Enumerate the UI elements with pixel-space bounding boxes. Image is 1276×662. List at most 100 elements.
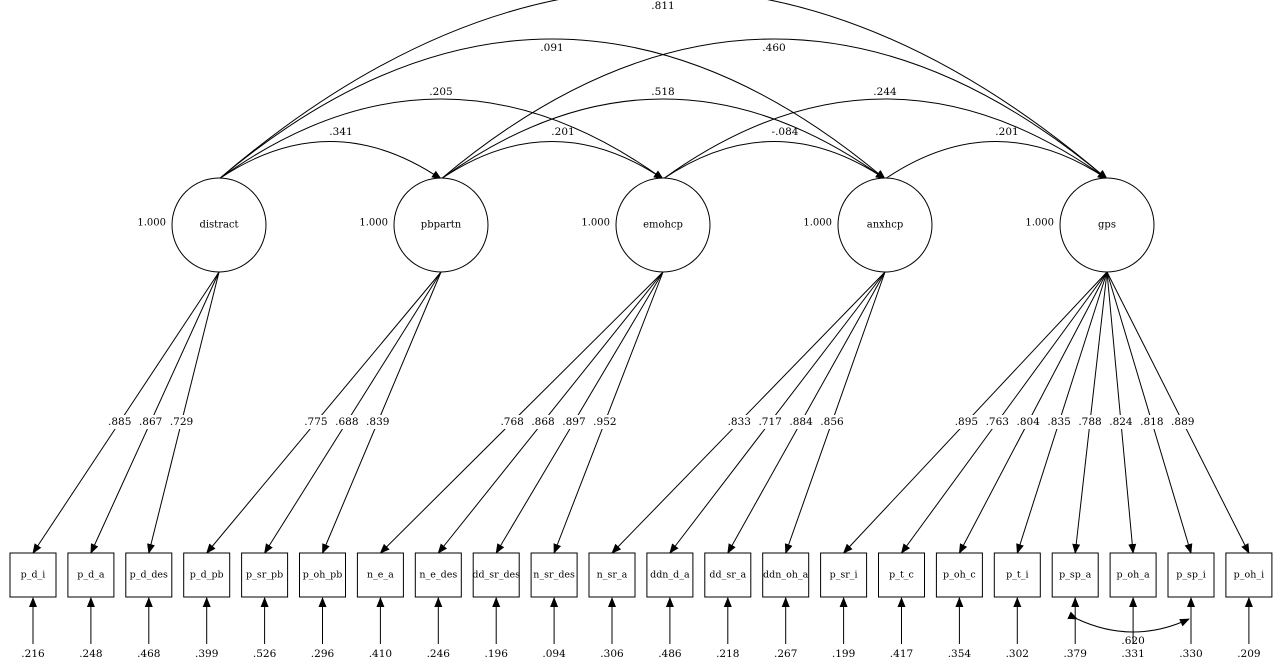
loading-arrow (958, 271, 1108, 554)
error-covariance-label: .620 (1121, 635, 1144, 647)
loading-label-bg (106, 415, 133, 429)
loading-label-bg (333, 415, 360, 429)
loading-label-bg (1169, 415, 1196, 429)
latent-variance-emohcp: 1.000 (581, 218, 610, 229)
loading-label-bg (757, 415, 784, 429)
latent-circle-pbpartn (393, 177, 489, 273)
loading-arrow (1016, 271, 1108, 554)
latent-variance-anxhcp: 1.000 (803, 218, 832, 229)
indicator-label: n_e_a (367, 570, 394, 581)
error-variance-label: .296 (311, 648, 335, 660)
error-variance-label: .331 (1121, 648, 1144, 660)
indicator-box (878, 552, 925, 598)
latent-label-pbpartn: pbpartn (421, 220, 462, 231)
indicator-box (183, 552, 231, 598)
loading-arrow (32, 271, 220, 554)
loading-arrow (1072, 271, 1108, 554)
loading-label: .884 (789, 416, 813, 428)
loading-label: .952 (593, 416, 616, 428)
error-variance-label: .526 (253, 648, 277, 660)
latent-label-distract: distract (199, 220, 238, 231)
indicator-label: n_e_des (419, 570, 457, 581)
loading-label: .856 (820, 416, 844, 428)
loading-label-bg (168, 415, 195, 429)
loading-arrow (90, 271, 220, 554)
loading-arrow (1106, 271, 1137, 554)
error-variance-label: .248 (79, 648, 102, 660)
latent-variance-gps: 1.000 (1025, 218, 1054, 229)
loading-label-bg (137, 415, 164, 429)
loading-label-bg (1077, 415, 1104, 429)
loading-label: .729 (170, 416, 193, 428)
loading-label-bg (302, 415, 329, 429)
loading-label: .688 (335, 416, 358, 428)
correlation-label: .341 (329, 126, 352, 138)
loading-label-bg (953, 415, 980, 429)
loading-label: .768 (500, 416, 523, 428)
indicator-box (125, 552, 173, 598)
loading-label: .775 (304, 416, 327, 428)
error-variance-label: .399 (195, 648, 218, 660)
indicator-box (530, 552, 578, 598)
error-variance-label: .218 (716, 648, 739, 660)
indicator-box (588, 552, 636, 598)
correlation-label: -.084 (772, 126, 799, 138)
factor-correlations: .341.205.091.811.201.518.460-.084.244.20… (209, 0, 1108, 188)
indicator-label: p_t_i (1006, 570, 1028, 581)
loading-label: .833 (728, 416, 751, 428)
correlation-label: .205 (429, 86, 452, 98)
loading-label: .835 (1047, 416, 1070, 428)
loading-arrow (669, 271, 886, 554)
loading-label-bg (984, 415, 1011, 429)
loading-label: .804 (1017, 416, 1041, 428)
loading-arrow (264, 271, 442, 554)
correlation-label: .201 (995, 126, 1018, 138)
error-covariances: .620 (1067, 611, 1190, 647)
indicator-label: p_oh_i (1234, 570, 1264, 581)
loading-label-bg (818, 415, 845, 429)
loading-arrow (900, 271, 1108, 554)
error-variance-label: .302 (1006, 648, 1029, 660)
error-variance-label: .486 (658, 648, 682, 660)
indicator-label: p_sr_i (830, 570, 858, 581)
indicator-box (9, 552, 57, 598)
indicator-box (1225, 552, 1273, 598)
loading-label: .788 (1078, 416, 1101, 428)
error-variance-label: .417 (890, 648, 913, 660)
indicator-label: dd_sr_des (472, 570, 520, 581)
indicator-box (472, 552, 520, 598)
indicator-box (1167, 552, 1215, 598)
correlation-arc (431, 38, 1108, 188)
loading-label-bg (364, 415, 391, 429)
error-covariance-arc (1067, 611, 1190, 633)
loading-label-bg (1046, 415, 1073, 429)
latent-variance-pbpartn: 1.000 (359, 218, 388, 229)
indicator-label: p_sp_i (1176, 570, 1206, 581)
indicator-label: p_sp_a (1059, 570, 1092, 581)
indicator-label: ddn_d_a (650, 570, 690, 581)
loading-arrow (553, 271, 664, 554)
indicator-box (1109, 552, 1157, 598)
loading-label-bg (499, 415, 526, 429)
indicator-label: p_oh_c (943, 570, 976, 581)
indicator-box (241, 552, 289, 598)
correlation-label: .460 (762, 42, 785, 54)
loading-label: .867 (139, 416, 162, 428)
loading-arrow (437, 271, 664, 554)
latent-circle-emohcp (615, 177, 711, 273)
correlation-label: .518 (651, 86, 674, 98)
indicator-box (67, 552, 115, 598)
loading-label: .824 (1109, 416, 1133, 428)
indicator-box (993, 552, 1041, 598)
indicator-label: p_oh_a (1117, 570, 1150, 581)
loading-arrow (611, 271, 886, 554)
factor-loadings: .885.867.729.775.688.839.768.868.897.952… (32, 271, 1250, 554)
indicator-label: p_d_pb (190, 570, 224, 581)
latent-label-emohcp: emohcp (643, 220, 683, 231)
correlation-arc (431, 98, 886, 188)
loading-label-bg (560, 415, 587, 429)
correlation-arc (209, 98, 664, 188)
